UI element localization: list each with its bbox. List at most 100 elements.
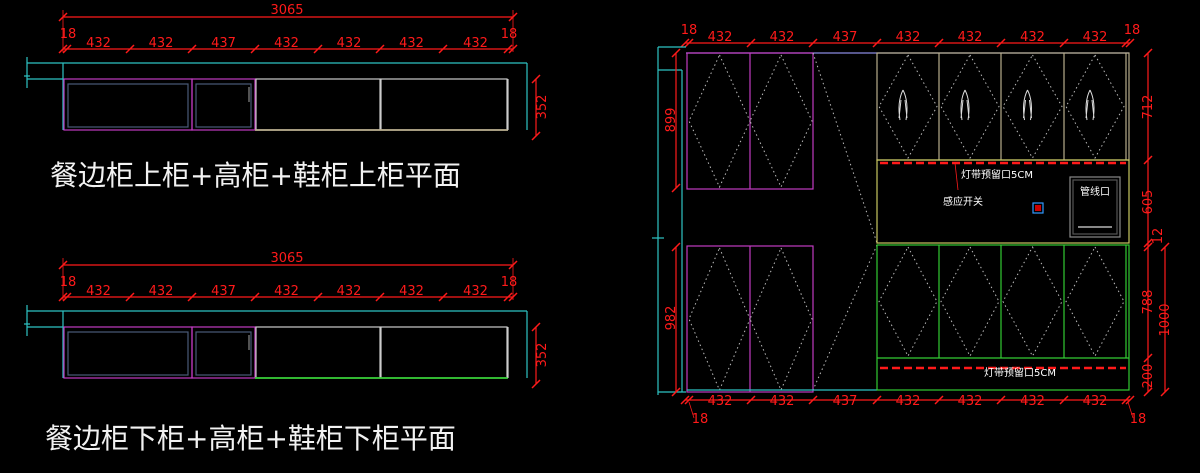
segment-label: 432 (337, 284, 362, 299)
segment-label: 432 (149, 36, 174, 51)
light-strip-note: 灯带预留口5CM (961, 168, 1033, 181)
depth-label: 352 (535, 95, 550, 120)
dimension-tick (1143, 155, 1153, 165)
door-swing-diamond (940, 245, 1000, 358)
dimension-tick (187, 44, 197, 54)
light-strip-note: 灯带预留口5CM (984, 366, 1056, 379)
dimension-tick (746, 395, 756, 405)
dimension-tick (125, 44, 135, 54)
door-swing-diamond (878, 53, 938, 160)
dimension-tick (746, 38, 756, 48)
dimension-tick (680, 395, 690, 405)
dimension-tick (1059, 395, 1069, 405)
dimension-tick (531, 74, 541, 84)
top-segment-label: 432 (896, 30, 921, 45)
depth-label: 352 (535, 343, 550, 368)
dimension-tick (1125, 395, 1135, 405)
dimension-tick (125, 292, 135, 302)
end-left-label: 18 (60, 27, 77, 42)
dimension-tick (375, 292, 385, 302)
plan-title: 餐边柜下柜+高柜+鞋柜下柜平面 (45, 422, 456, 455)
bottom-segment-label: 432 (896, 394, 921, 409)
bottom-segment-label: 432 (1020, 394, 1045, 409)
door-swing-diamond (940, 53, 1000, 160)
shoe-upper-cabinet (876, 52, 1130, 161)
end-right-label: 18 (501, 27, 518, 42)
dimension-tick (250, 44, 260, 54)
dimension-tick (996, 38, 1006, 48)
dimension-tick (187, 292, 197, 302)
door-swing-diamond (688, 53, 751, 189)
tall-cabinet-inner (195, 83, 252, 128)
bottom-segment-label: 432 (958, 394, 983, 409)
bottom-segment-label: 432 (1083, 394, 1108, 409)
dimension-tick (1125, 38, 1135, 48)
dimension-tick (503, 44, 513, 54)
dimension-tick (58, 260, 68, 270)
tall-cabinet-swing (812, 244, 878, 391)
dimension-tick (684, 38, 694, 48)
dimension-tick (684, 395, 694, 405)
dimension-tick (1143, 48, 1153, 58)
dimension-tick (1143, 353, 1153, 363)
segment-label: 437 (211, 36, 236, 51)
dimension-tick (872, 38, 882, 48)
top-segment-label: 432 (770, 30, 795, 45)
sensor-switch-icon (1032, 202, 1044, 214)
door-swing-diamond (1065, 245, 1125, 358)
overall-width-label: 3065 (270, 3, 303, 18)
tall-cabinet-swing (812, 52, 878, 244)
dimension-tick (671, 48, 681, 58)
tall-cabinet-plan (191, 78, 256, 131)
decor-glyph-icon (898, 89, 908, 121)
decor-glyph-icon (1023, 89, 1032, 121)
dimension-tick (531, 322, 541, 332)
top-segment-label: 432 (958, 30, 983, 45)
plan-title: 餐边柜上柜+高柜+鞋柜上柜平面 (50, 159, 461, 192)
dimension-tick (1121, 395, 1131, 405)
sensor-switch-core (1035, 205, 1041, 211)
sensor-leader (954, 162, 959, 191)
top-segment-label: 432 (1083, 30, 1108, 45)
dimension-tick (531, 379, 541, 389)
dimension-tick (1160, 242, 1170, 252)
dimension-tick (996, 395, 1006, 405)
top-segment-label: 432 (1020, 30, 1045, 45)
pipe-opening-inner (1072, 179, 1118, 235)
segment-label: 432 (274, 284, 299, 299)
top-segment-label: 437 (833, 30, 858, 45)
door-swing-diamond (1002, 245, 1063, 358)
dimension-tick (872, 395, 882, 405)
bottom-segment-label: 432 (708, 394, 733, 409)
dimension-tick (503, 292, 513, 302)
segment-label: 432 (86, 36, 111, 51)
tall-cabinet-inner (195, 331, 252, 376)
shoe-cabinet-plan-1 (255, 326, 381, 379)
shoe-cabinet-plan-1 (255, 78, 381, 131)
dimension-tick (438, 292, 448, 302)
bottom-end-right-label: 18 (1130, 412, 1147, 427)
decor-glyph-icon (1085, 89, 1095, 121)
dimension-tick (508, 12, 518, 22)
dimension-tick (1143, 238, 1153, 248)
top-segment-label: 432 (708, 30, 733, 45)
dimension-tick (1121, 38, 1131, 48)
dimension-tick (62, 44, 72, 54)
dimension-tick (58, 292, 68, 302)
dining-cabinet-plan (63, 78, 193, 131)
dimension-tick (438, 44, 448, 54)
right-dim-label: 605 (1141, 190, 1156, 215)
dimension-tick (531, 131, 541, 141)
sensor-switch-label: 感应开关 (943, 195, 983, 208)
door-swing-diamond (688, 246, 751, 392)
right-dim-label: 200 (1141, 364, 1156, 389)
dimension-tick (680, 38, 690, 48)
right-dim-label: 788 (1141, 290, 1156, 315)
dimension-tick (508, 292, 518, 302)
bottom-segment-label: 437 (833, 394, 858, 409)
segment-label: 432 (463, 284, 488, 299)
shoe-cabinet-plan-2 (380, 78, 508, 131)
dimension-tick (808, 38, 818, 48)
tall-cabinet-plan (191, 326, 256, 379)
